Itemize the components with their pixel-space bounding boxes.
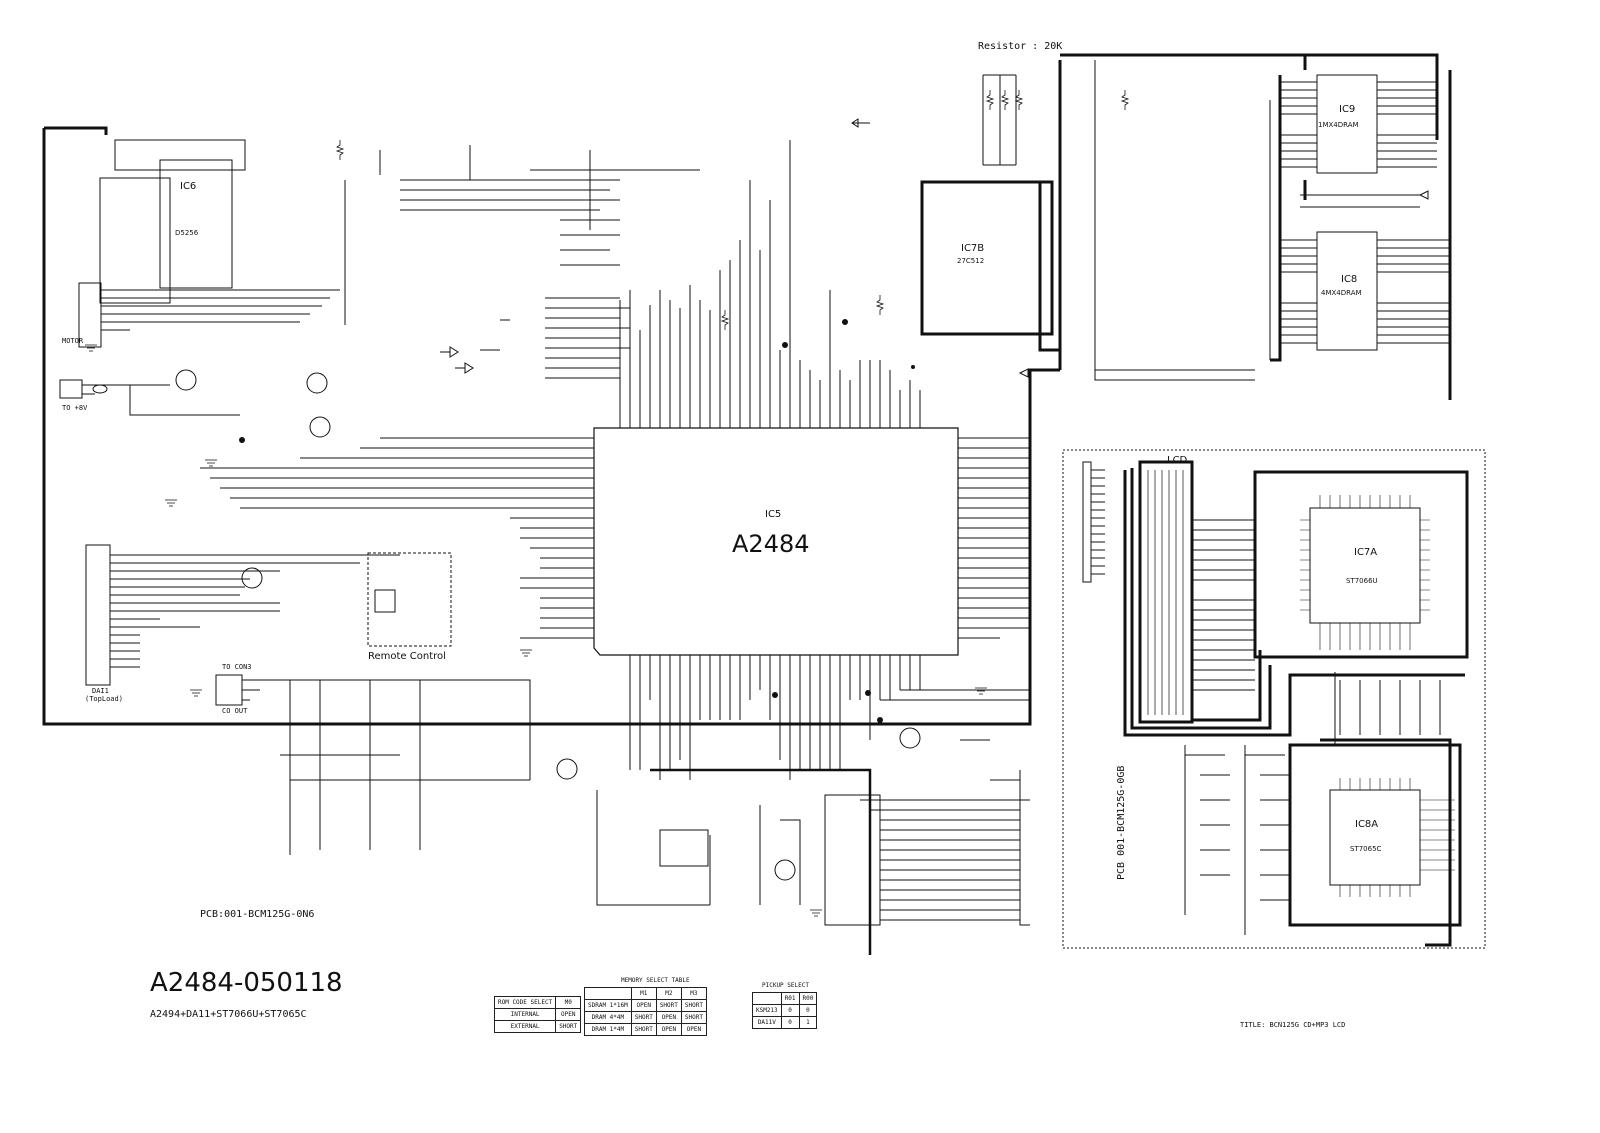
table-cell: DRAM 1*4M xyxy=(584,1023,632,1036)
ic9-part-label: 1MX4DRAM xyxy=(1318,121,1359,129)
drawing-title: TITLE: BCN125G CD+MP3 LCD xyxy=(1240,1021,1346,1029)
table-row: DRAM 4*4M SHORT OPEN SHORT xyxy=(584,1011,707,1024)
pcb-vertical-label: PCB 001-BCM125G-0GB xyxy=(1116,765,1127,880)
table-cell: INTERNAL xyxy=(493,1008,557,1021)
transistor-q6 xyxy=(774,859,796,881)
table-row: KSM213 0 0 xyxy=(752,1004,818,1017)
ic6-ref-label: IC6 xyxy=(180,181,197,192)
transistor-q1 xyxy=(175,369,197,391)
table-cell: DA11V xyxy=(752,1016,782,1029)
table-cell xyxy=(752,992,782,1005)
lcd-panel-block xyxy=(1138,460,1194,724)
top-left-bus xyxy=(44,126,108,135)
ic8a-ref-label: IC8A xyxy=(1355,819,1379,830)
table-header-row: R01 R00 xyxy=(752,992,818,1005)
table-cell xyxy=(584,987,632,1000)
memory-select-table: M1 M2 M3 SDRAM 1*16M OPEN SHORT SHORT DR… xyxy=(584,987,707,1036)
ic6-box xyxy=(159,159,233,289)
left-outer-bus xyxy=(42,128,1032,726)
table-cell: 1 xyxy=(798,1016,818,1029)
table-cell: KSM213 xyxy=(752,1004,782,1017)
table-cell: ROM CODE SELECT xyxy=(493,996,557,1009)
lcd-label: LCD xyxy=(1167,455,1188,466)
rom-code-select-table: ROM CODE SELECT M0 INTERNAL OPEN EXTERNA… xyxy=(493,996,582,1033)
transistor-q3 xyxy=(309,416,331,438)
table-cell: 0 xyxy=(780,1004,800,1017)
table-cell: OPEN xyxy=(655,1011,682,1024)
table-cell: SDRAM 1*16M xyxy=(584,999,632,1012)
ic7a-box xyxy=(1253,470,1469,659)
ic5-ref-label: IC5 xyxy=(765,509,782,520)
ic9-box xyxy=(1316,74,1378,174)
remote-control-label: Remote Control xyxy=(368,651,446,662)
transistor-q4 xyxy=(241,567,263,589)
ic5-box xyxy=(593,427,959,656)
ic9-ref-label: IC9 xyxy=(1339,104,1356,115)
table-cell: DRAM 4*4M xyxy=(584,1011,632,1024)
pickup-table-caption: PICKUP SELECT xyxy=(762,982,809,989)
to-con3-label: TO CON3 xyxy=(222,663,252,671)
motor-label: MOTOR xyxy=(62,337,84,345)
table-cell: SHORT xyxy=(630,1011,657,1024)
memory-table-caption: MEMORY SELECT TABLE xyxy=(621,977,690,984)
ic6-part-label: D5256 xyxy=(175,229,199,237)
dram-bus xyxy=(1038,53,1439,370)
resistor-note: Resistor : 20K xyxy=(978,41,1063,52)
remote-control-box xyxy=(367,552,452,647)
table-cell: OPEN xyxy=(680,1023,707,1036)
ic7b-box xyxy=(920,180,1054,336)
configuration-subtitle: A2494+DA11+ST7066U+ST7065C xyxy=(150,1009,307,1020)
table-cell: EXTERNAL xyxy=(493,1020,557,1033)
table-cell: M0 xyxy=(555,996,582,1009)
transistor-q2 xyxy=(306,372,328,394)
ic7a-ref-label: IC7A xyxy=(1354,547,1378,558)
pickup-select-table: R01 R00 KSM213 0 0 DA11V 0 1 xyxy=(752,992,818,1029)
table-cell: R00 xyxy=(798,992,818,1005)
table-cell: 0 xyxy=(798,1004,818,1017)
ic7b-part-label: 27C512 xyxy=(957,257,985,265)
table-header-row: ROM CODE SELECT M0 xyxy=(493,996,582,1009)
co-out-label: CO OUT xyxy=(222,707,248,715)
table-cell: SHORT xyxy=(680,999,707,1012)
dai1-label: DAI1 xyxy=(92,687,109,695)
topload-label: (TopLoad) xyxy=(85,695,123,703)
transistor-q5 xyxy=(556,758,578,780)
ic7b-ref-label: IC7B xyxy=(961,243,985,254)
table-cell: R01 xyxy=(780,992,800,1005)
table-cell: OPEN xyxy=(655,1023,682,1036)
table-cell: SHORT xyxy=(555,1020,582,1033)
table-row: INTERNAL OPEN xyxy=(493,1008,582,1021)
ic8-box xyxy=(1316,231,1378,351)
ic5-part-label: A2484 xyxy=(732,530,810,558)
pcb-left-label: PCB:001-BCM125G-0N6 xyxy=(200,909,315,920)
ic8-ref-label: IC8 xyxy=(1341,274,1358,285)
table-cell: SHORT xyxy=(655,999,682,1012)
ic8a-part-label: ST7065C xyxy=(1350,845,1382,853)
table-row: DA11V 0 1 xyxy=(752,1016,818,1029)
part-number-title: A2484-050118 xyxy=(150,968,343,998)
table-cell: OPEN xyxy=(630,999,657,1012)
transistor-q7 xyxy=(899,727,921,749)
table-header-row: M1 M2 M3 xyxy=(584,987,707,1000)
ic8-part-label: 4MX4DRAM xyxy=(1321,289,1362,297)
to-plus8v-label: TO +8V xyxy=(62,404,88,412)
table-row: EXTERNAL SHORT xyxy=(493,1020,582,1033)
ic7a-part-label: ST7066U xyxy=(1346,577,1378,585)
table-row: DRAM 1*4M SHORT OPEN OPEN xyxy=(584,1023,707,1036)
table-row: SDRAM 1*16M OPEN SHORT SHORT xyxy=(584,999,707,1012)
ic8a-box xyxy=(1288,743,1462,927)
table-cell: SHORT xyxy=(630,1023,657,1036)
table-cell: M3 xyxy=(680,987,707,1000)
table-cell: M1 xyxy=(630,987,657,1000)
table-cell: SHORT xyxy=(680,1011,707,1024)
table-cell: M2 xyxy=(655,987,682,1000)
table-cell: 0 xyxy=(780,1016,800,1029)
table-cell: OPEN xyxy=(555,1008,582,1021)
